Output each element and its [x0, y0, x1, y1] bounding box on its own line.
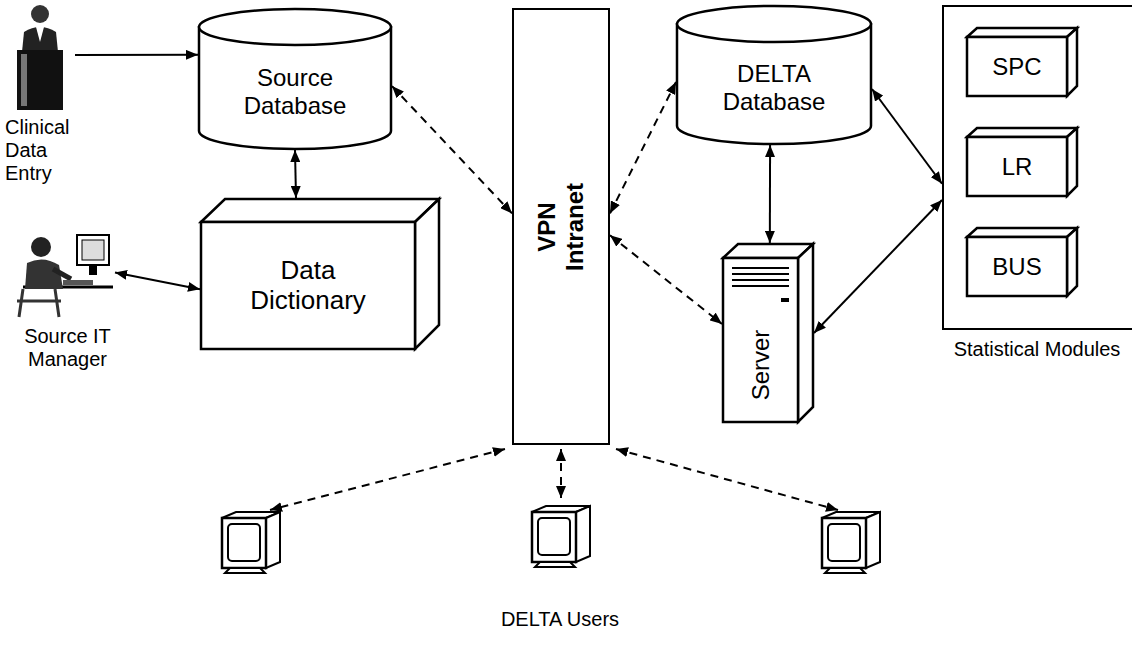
user-monitor	[532, 506, 590, 567]
module-panel: SPC LR BUS Statistical Modules	[942, 5, 1132, 405]
box-side	[1067, 128, 1077, 196]
module-box: LR	[966, 127, 1078, 197]
text-slot: Data Dictionary	[200, 222, 416, 350]
text-slot: Statistical Modules	[942, 338, 1132, 361]
box-side	[1067, 228, 1077, 296]
server-vent	[732, 279, 789, 281]
text-slot: Source IT Manager	[5, 325, 130, 371]
user-monitor	[222, 512, 280, 573]
server-light	[781, 298, 789, 302]
pc-screen	[82, 240, 104, 260]
cylinder-top	[199, 9, 391, 45]
desk-highlight	[21, 54, 27, 106]
person-arm	[53, 269, 71, 279]
network-band: VPN Intranet	[512, 8, 610, 445]
box-front	[967, 237, 1067, 296]
box-front	[967, 37, 1067, 96]
node-label: DELTA Database	[704, 60, 844, 115]
box-top	[967, 228, 1077, 237]
node-label: Statistical Modules	[954, 338, 1121, 361]
server-vent	[732, 273, 789, 275]
node-label: SPC	[992, 53, 1041, 81]
pc-stand	[89, 265, 97, 275]
module-box: BUS	[966, 227, 1078, 297]
server-vent	[732, 285, 789, 287]
connector	[610, 235, 722, 324]
connector	[814, 200, 942, 333]
box-side	[415, 199, 439, 349]
box-top	[967, 28, 1077, 37]
database-cylinder: DELTA Database	[676, 5, 872, 145]
user-link	[560, 449, 562, 498]
connector	[610, 82, 676, 213]
node-label: Source IT Manager	[5, 325, 130, 371]
panel-frame: SPC LR BUS	[942, 5, 1132, 330]
clinical-entry-icon: Clinical Data Entry	[5, 0, 85, 200]
node-label: VPN Intranet	[533, 157, 588, 297]
person-collar	[36, 27, 44, 42]
node-label: Source Database	[225, 64, 365, 119]
text-slot: VPN Intranet	[526, 152, 596, 302]
connector	[392, 86, 512, 213]
module-box: SPC	[966, 27, 1078, 97]
person-head	[31, 5, 49, 23]
keyboard	[63, 280, 93, 285]
node-label: Data Dictionary	[223, 256, 393, 316]
it-manager-icon	[5, 225, 115, 320]
connector	[115, 273, 200, 290]
node-label: BUS	[992, 253, 1041, 281]
entry-desk	[17, 50, 63, 110]
cylinder-top	[677, 6, 871, 42]
connector	[75, 54, 198, 56]
database-cylinder: Source Database	[198, 8, 392, 150]
user-group-label: DELTA Users	[460, 608, 660, 631]
clinical-entry-icon	[5, 0, 75, 110]
chair	[17, 289, 61, 317]
connector	[769, 145, 771, 243]
connector	[295, 150, 296, 198]
person-head	[31, 237, 51, 257]
dictionary-box: Data Dictionary	[200, 198, 440, 350]
box-front	[723, 258, 798, 422]
user-monitor	[822, 512, 880, 573]
text-slot: SPC	[966, 37, 1068, 97]
server-tower: Server	[722, 243, 814, 423]
box-side	[1067, 28, 1077, 96]
box-top	[201, 199, 439, 222]
text-slot: Source Database	[198, 44, 392, 139]
box-front	[967, 137, 1067, 196]
text-slot: Server	[746, 310, 776, 420]
text-slot: DELTA Database	[676, 41, 872, 134]
node-label: Server	[747, 330, 775, 401]
connector	[872, 89, 942, 184]
server-vent	[732, 267, 789, 269]
pc-monitor	[77, 235, 109, 265]
node-label: Clinical Data Entry	[5, 116, 79, 185]
box-top	[967, 128, 1077, 137]
user-link	[616, 449, 838, 510]
user-link	[270, 449, 505, 510]
it-manager-icon: Source IT Manager	[5, 225, 140, 395]
text-slot: LR	[966, 137, 1068, 197]
node-label: LR	[1002, 153, 1033, 181]
box-side	[798, 244, 813, 422]
text-slot: Clinical Data Entry	[5, 116, 79, 185]
box-front	[201, 222, 415, 349]
text-slot: BUS	[966, 237, 1068, 297]
